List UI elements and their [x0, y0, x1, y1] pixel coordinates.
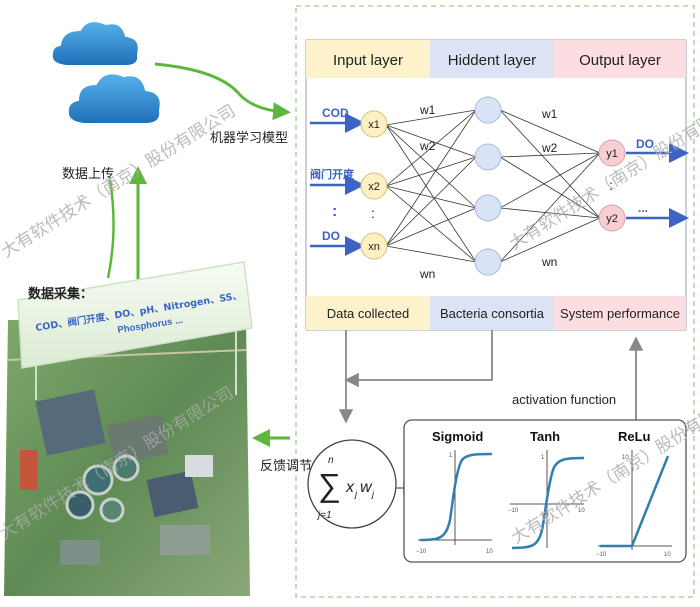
header-output: Output layer	[579, 52, 661, 69]
sum-term-xsub: j	[354, 489, 358, 499]
tanh-plot: Tanh −10 10 1	[508, 429, 585, 550]
sum-term-wsub: j	[371, 489, 375, 499]
sigmoid-ytop: 1	[449, 453, 453, 459]
relu-ytop: 10	[622, 455, 629, 461]
tanh-xmax: 10	[578, 508, 585, 514]
ml-model-arrow	[154, 62, 291, 121]
hidden-node	[474, 96, 502, 124]
output-label-dots: ...	[638, 201, 648, 215]
sigmoid-plot: Sigmoid −10 10 1	[416, 429, 493, 555]
footer-output-bg	[554, 296, 686, 330]
sigmoid-xmin: −10	[416, 549, 427, 555]
sigmoid-xmax: 10	[486, 549, 493, 555]
output-node-dots: :	[609, 177, 613, 193]
network-box	[305, 39, 687, 331]
sum-term-x: x	[345, 479, 355, 496]
output-node: y1	[598, 139, 626, 167]
right-dashed-frame	[295, 5, 695, 598]
output-node-label: y1	[606, 148, 618, 160]
output-node: y2	[598, 204, 626, 232]
weight-label: w1	[541, 107, 558, 121]
input-node: x2	[360, 172, 388, 200]
input-node-label: x2	[368, 181, 380, 193]
input-node-label: x1	[368, 119, 380, 131]
output-label-do: DO	[636, 137, 654, 151]
input-label-do: DO	[322, 229, 340, 243]
footer-input-bg	[306, 296, 430, 330]
hidden-node	[474, 194, 502, 222]
weight-label: wn	[541, 255, 557, 269]
sum-top: n	[328, 455, 334, 466]
footer-hidden-bg	[430, 296, 554, 330]
hidden-nodes	[474, 96, 502, 276]
input-node-label: xn	[368, 241, 380, 253]
data-collection-banner	[17, 261, 253, 400]
cloud-icon	[50, 20, 162, 125]
connections-input-hidden	[385, 109, 477, 263]
gray-connectors	[338, 330, 644, 424]
hidden-node	[474, 143, 502, 171]
footer-output: System performance	[560, 306, 680, 321]
weight-label: wn	[419, 267, 435, 281]
footer-input: Data collected	[327, 306, 409, 321]
input-node: xn	[360, 232, 388, 260]
relu-title: ReLu	[618, 429, 651, 444]
relu-xmax: 10	[664, 552, 671, 558]
input-label-dots: :	[332, 203, 337, 220]
sum-term-w: w	[360, 479, 373, 496]
output-node-label: y2	[606, 213, 618, 225]
upload-arrow-2	[106, 179, 115, 279]
feedback-label: 反馈调节	[260, 459, 312, 474]
header-output-bg	[554, 40, 686, 78]
sum-symbol: ∑	[318, 467, 341, 503]
footer-hidden: Bacteria consortia	[440, 306, 545, 321]
ml-model-label: 机器学习模型	[210, 130, 288, 146]
input-label-valve: 阀门开度	[310, 167, 355, 181]
activation-label: activation function	[512, 392, 616, 407]
tanh-title: Tanh	[530, 429, 560, 444]
watermark: 大有软件技术（南京）股份有限公司	[0, 101, 239, 262]
upload-label: 数据上传	[62, 167, 114, 182]
relu-xmin: −10	[596, 552, 607, 558]
tanh-ytop: 1	[541, 455, 545, 461]
weight-label: w2	[419, 139, 436, 153]
weight-label: w2	[541, 141, 558, 155]
summation-node: n ∑ j=1 x j w j	[307, 439, 397, 529]
input-node-dots: :	[371, 205, 375, 221]
header-hidden: Hiddent layer	[448, 52, 536, 69]
input-node: x1	[360, 110, 388, 138]
connections-hidden-output	[499, 109, 601, 263]
header-input: Input layer	[333, 52, 403, 69]
weight-label: w1	[419, 103, 436, 117]
treatment-plant-image	[4, 320, 250, 596]
header-input-bg	[306, 40, 430, 78]
sum-bottom: j=1	[316, 510, 332, 521]
hidden-node	[474, 248, 502, 276]
input-label-cod: COD	[322, 106, 349, 120]
collection-title: 数据采集：	[28, 286, 93, 302]
header-hidden-bg	[430, 40, 554, 78]
sigmoid-title: Sigmoid	[432, 429, 483, 444]
tanh-xmin: −10	[508, 508, 519, 514]
relu-plot: ReLu −10 10 10	[596, 429, 672, 558]
